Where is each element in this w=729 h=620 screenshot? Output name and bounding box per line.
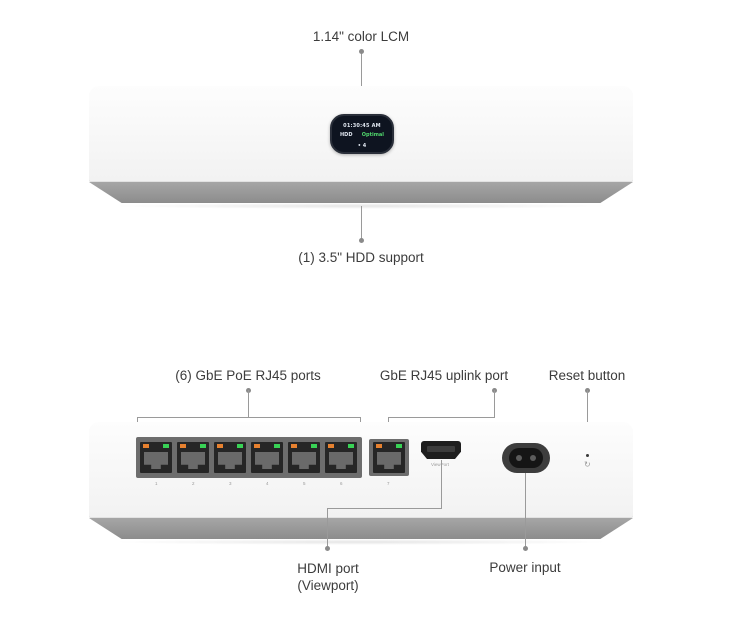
hdmi-port-inner	[427, 446, 455, 452]
port-link-led	[274, 444, 280, 448]
port-number-7: 7	[387, 481, 390, 486]
lcm-callout-dot	[359, 49, 364, 54]
reset-callout-stem	[587, 390, 588, 452]
port-activity-led	[143, 444, 149, 448]
poe-callout-stem	[248, 390, 249, 417]
port-number-4: 4	[266, 481, 269, 486]
port-link-led	[396, 444, 402, 448]
device-front-base	[89, 182, 633, 203]
port-link-led	[311, 444, 317, 448]
hdmi-callout-rise	[441, 460, 442, 508]
uplink-callout-label: GbE RJ45 uplink port	[379, 368, 509, 383]
rj45-port-1[interactable]	[140, 442, 172, 473]
port-number-3: 3	[229, 481, 232, 486]
uplink-port-housing	[369, 439, 409, 476]
port-jack	[218, 452, 242, 469]
port-link-led	[163, 444, 169, 448]
power-input-socket[interactable]	[502, 443, 550, 473]
power-pin	[516, 455, 522, 461]
port-jack	[377, 452, 401, 469]
port-activity-led	[217, 444, 223, 448]
hdd-callout-dot	[359, 238, 364, 243]
rj45-port-6[interactable]	[325, 442, 357, 473]
port-activity-led	[376, 444, 382, 448]
port-activity-led	[254, 444, 260, 448]
power-callout-label: Power input	[489, 560, 561, 575]
poe-callout-label: (6) GbE PoE RJ45 ports	[175, 368, 321, 383]
rj45-uplink-port[interactable]	[373, 442, 405, 473]
reset-button[interactable]	[586, 454, 589, 457]
hdmi-callout-drop	[327, 508, 328, 548]
hdmi-callout-dot	[325, 546, 330, 551]
hdmi-label-line1: HDMI port	[297, 561, 359, 576]
power-pin	[530, 455, 536, 461]
port-jack	[292, 452, 316, 469]
port-activity-led	[180, 444, 186, 448]
hdmi-callout-label: HDMI port (Viewport)	[297, 560, 359, 594]
uplink-callout-stem	[494, 390, 495, 417]
rj45-port-5[interactable]	[288, 442, 320, 473]
lcm-hdd-text: HDD	[340, 132, 353, 138]
port-jack	[329, 452, 353, 469]
lcm-screen: 01:30:45 AM HDD Optimal • 4	[330, 114, 394, 154]
port-link-led	[237, 444, 243, 448]
lcm-time: 01:30:45 AM	[343, 123, 381, 129]
port-number-2: 2	[192, 481, 195, 486]
power-socket-inner	[509, 448, 543, 468]
reset-icon: ↻	[584, 460, 591, 469]
port-activity-led	[291, 444, 297, 448]
uplink-callout-horizontal	[388, 417, 495, 418]
lcm-count-text: • 4	[357, 143, 367, 149]
port-jack	[255, 452, 279, 469]
reset-callout-label: Reset button	[548, 368, 626, 383]
port-jack	[144, 452, 168, 469]
port-link-led	[200, 444, 206, 448]
port-link-led	[348, 444, 354, 448]
rj45-port-3[interactable]	[214, 442, 246, 473]
lcm-callout-line	[361, 51, 362, 115]
lcm-callout-label: 1.14" color LCM	[312, 29, 410, 44]
poe-port-group	[136, 437, 362, 478]
port-number-5: 5	[303, 481, 306, 486]
port-number-1: 1	[155, 481, 158, 486]
port-jack	[181, 452, 205, 469]
viewport-text: ViewPort	[431, 462, 449, 467]
rj45-port-2[interactable]	[177, 442, 209, 473]
poe-callout-bracket	[137, 417, 361, 418]
hdmi-label-line2: (Viewport)	[297, 578, 359, 593]
hdmi-port[interactable]	[421, 441, 461, 459]
device-back-base	[89, 518, 633, 539]
power-callout-line	[525, 473, 526, 548]
device-back-shadow	[110, 539, 612, 545]
power-callout-dot	[523, 546, 528, 551]
hdd-callout-line	[361, 206, 362, 240]
hdmi-callout-horizontal	[327, 508, 442, 509]
hdd-callout-label: (1) 3.5" HDD support	[298, 250, 424, 265]
rj45-port-4[interactable]	[251, 442, 283, 473]
lcm-status-text: Optimal	[361, 132, 384, 138]
port-activity-led	[328, 444, 334, 448]
port-number-6: 6	[340, 481, 343, 486]
